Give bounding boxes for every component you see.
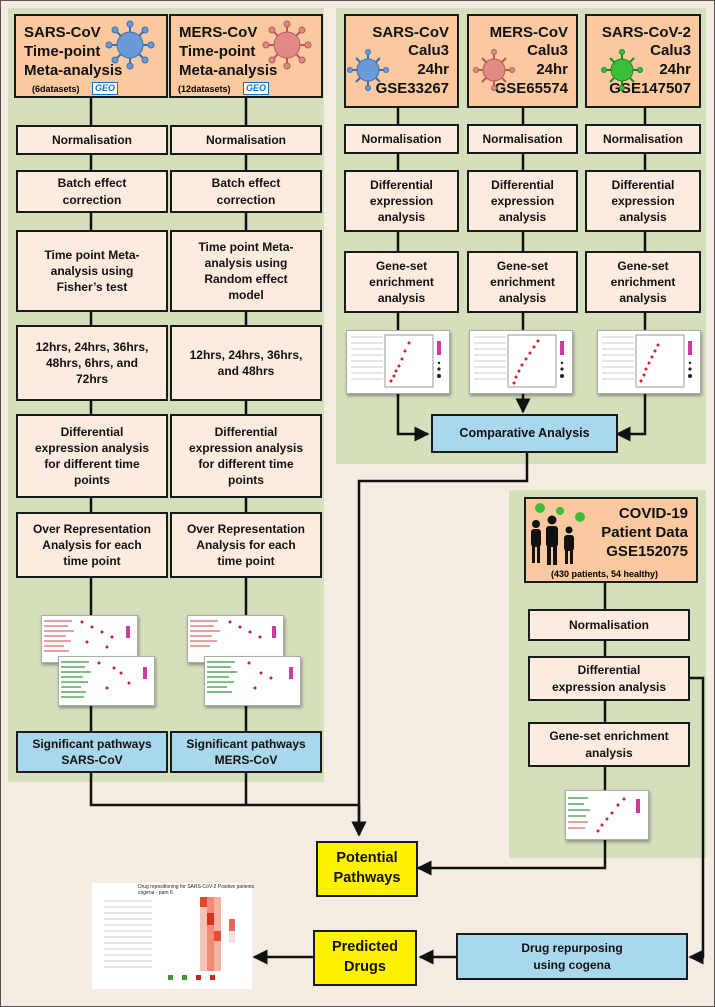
- right-col2-differential: Differential expression analysis: [467, 170, 578, 232]
- mers-timepoints-step: 12hrs, 24hrs, 36hrs, and 48hrs: [170, 325, 322, 401]
- sars-calu3-header: SARS-CoV Calu3 24hr GSE33267: [344, 14, 459, 108]
- enrichment-plot-image: [351, 334, 441, 388]
- right-col1-differential: Differential expression analysis: [344, 170, 459, 232]
- right-col3-differential: Differential expression analysis: [585, 170, 701, 232]
- drug-repurposing-box: Drug repurposing using cogena: [456, 933, 688, 980]
- enrichment-plot-thumbnail: [41, 615, 138, 663]
- step-text: Differential expression analysis: [611, 177, 675, 225]
- step-text: Gene-set enrichment analysis: [549, 729, 669, 760]
- drug-repurposing-text: Drug repurposing using cogena: [521, 941, 623, 972]
- enrichment-plot-thumbnail: [58, 656, 155, 706]
- mers-step-text: 12hrs, 24hrs, 36hrs, and 48hrs: [189, 347, 303, 378]
- mers-step-text: Time point Meta- analysis using Random e…: [198, 239, 294, 303]
- right-col1-gsea: Gene-set enrichment analysis: [344, 251, 459, 313]
- step-text: Differential expression analysis: [369, 177, 434, 225]
- sars2-calu3-header: SARS-CoV-2 Calu3 24hr GSE147507: [585, 14, 701, 108]
- enrichment-plot-image: [190, 620, 276, 647]
- mers-ora-step: Over Representation Analysis for each ti…: [170, 512, 322, 578]
- right-col3-gsea: Gene-set enrichment analysis: [585, 251, 701, 313]
- sars-differential-step: Differential expression analysis for dif…: [16, 414, 168, 498]
- enrichment-plot-thumbnail: [204, 656, 301, 706]
- mers-significant-pathways: Significant pathways MERS-CoV: [170, 731, 322, 773]
- sars-step-text: Batch effect correction: [57, 176, 127, 207]
- mers-step-text: Differential expression analysis for dif…: [188, 424, 304, 488]
- mers-differential-step: Differential expression analysis for dif…: [170, 414, 322, 498]
- patient-data-header-text: COVID-19 Patient Data GSE152075: [601, 505, 688, 560]
- mers-calu3-header-text: MERS-CoV Calu3 24hr GSE65574: [489, 23, 568, 97]
- mers-meta-header-text: MERS-CoV Time-point Meta-analysis: [179, 24, 278, 79]
- predicted-drugs-text: Predicted Drugs: [331, 939, 399, 975]
- step-text: Differential expression analysis: [551, 663, 667, 694]
- comparative-analysis-text: Comparative Analysis: [459, 426, 590, 441]
- step-text: Gene-set enrichment analysis: [369, 258, 434, 306]
- heatmap-image: [104, 897, 235, 980]
- sars-timepoints-step: 12hrs, 24hrs, 36hrs, 48hrs, 6hrs, and 72…: [16, 325, 168, 401]
- step-text: Normalisation: [482, 131, 563, 146]
- enrichment-plot-thumbnail: [187, 615, 284, 663]
- potential-pathways-text: Potential Pathways: [333, 850, 401, 886]
- enrichment-plot-thumbnail: [469, 330, 573, 394]
- enrichment-plot-image: [602, 334, 692, 388]
- geo-logo: GEO: [92, 82, 119, 95]
- enrichment-plot-image: [44, 620, 130, 652]
- sars-result-text: Significant pathways SARS-CoV: [32, 736, 152, 767]
- enrichment-plot-thumbnail: [346, 330, 450, 394]
- heatmap-thumbnail: Drug repositioning for SARS-CoV-2 Positi…: [92, 883, 255, 989]
- enrichment-plot-image: [207, 661, 293, 693]
- sars-normalisation-step: Normalisation: [16, 125, 168, 155]
- comparative-analysis-box: Comparative Analysis: [431, 414, 618, 453]
- mers-batch-effect-step: Batch effect correction: [170, 170, 322, 213]
- step-text: Normalisation: [602, 131, 683, 146]
- sars-step-text: Differential expression analysis for dif…: [34, 424, 150, 488]
- enrichment-plot-image: [474, 334, 564, 388]
- right-col2-normalisation: Normalisation: [467, 124, 578, 154]
- sars-step-text: 12hrs, 24hrs, 36hrs, 48hrs, 6hrs, and 72…: [35, 339, 149, 387]
- step-text: Normalisation: [361, 131, 442, 146]
- sars-step-text: Normalisation: [51, 132, 132, 147]
- predicted-drugs-box: Predicted Drugs: [313, 930, 417, 986]
- geo-logo: GEO: [243, 82, 270, 95]
- mers-step-text: Batch effect correction: [211, 176, 281, 207]
- step-text: Differential expression analysis: [490, 177, 555, 225]
- sars2-calu3-header-text: SARS-CoV-2 Calu3 24hr GSE147507: [601, 23, 691, 97]
- mers-step-text: Normalisation: [205, 132, 286, 147]
- sars-ora-step: Over Representation Analysis for each ti…: [16, 512, 168, 578]
- enrichment-plot-image: [568, 797, 640, 833]
- patient-count-note: (430 patients, 54 healthy): [551, 569, 659, 579]
- step-text: Gene-set enrichment analysis: [610, 258, 676, 306]
- right-col2-gsea: Gene-set enrichment analysis: [467, 251, 578, 313]
- heatmap-title: Drug repositioning for SARS-CoV-2 Positi…: [138, 884, 255, 896]
- sars-meta-analysis-step: Time point Meta- analysis using Fisher’s…: [16, 230, 168, 312]
- mers-normalisation-step: Normalisation: [170, 125, 322, 155]
- step-text: Normalisation: [568, 617, 649, 632]
- mers-datasets-note: (12datasets): [178, 84, 231, 94]
- sars-datasets-note: (6datasets): [32, 84, 80, 94]
- sars-calu3-header-text: SARS-CoV Calu3 24hr GSE33267: [372, 23, 449, 97]
- sars-significant-pathways: Significant pathways SARS-CoV: [16, 731, 168, 773]
- potential-pathways-box: Potential Pathways: [316, 841, 418, 897]
- enrichment-plot-thumbnail: [565, 790, 649, 840]
- sars-batch-effect-step: Batch effect correction: [16, 170, 168, 213]
- patient-normalisation: Normalisation: [528, 609, 690, 641]
- step-text: Gene-set enrichment analysis: [490, 258, 555, 306]
- mers-step-text: Over Representation Analysis for each ti…: [186, 521, 306, 569]
- right-col1-normalisation: Normalisation: [344, 124, 459, 154]
- patient-gsea: Gene-set enrichment analysis: [528, 722, 690, 767]
- sars-step-text: Time point Meta- analysis using Fisher’s…: [44, 247, 140, 295]
- enrichment-plot-thumbnail: [597, 330, 701, 394]
- right-col3-normalisation: Normalisation: [585, 124, 701, 154]
- mers-meta-analysis-step: Time point Meta- analysis using Random e…: [170, 230, 322, 312]
- sars-meta-header-text: SARS-CoV Time-point Meta-analysis: [24, 24, 123, 79]
- patient-differential: Differential expression analysis: [528, 656, 690, 701]
- mers-calu3-header: MERS-CoV Calu3 24hr GSE65574: [467, 14, 578, 108]
- mers-result-text: Significant pathways MERS-CoV: [186, 736, 306, 767]
- enrichment-plot-image: [61, 661, 147, 698]
- sars-step-text: Over Representation Analysis for each ti…: [32, 521, 152, 569]
